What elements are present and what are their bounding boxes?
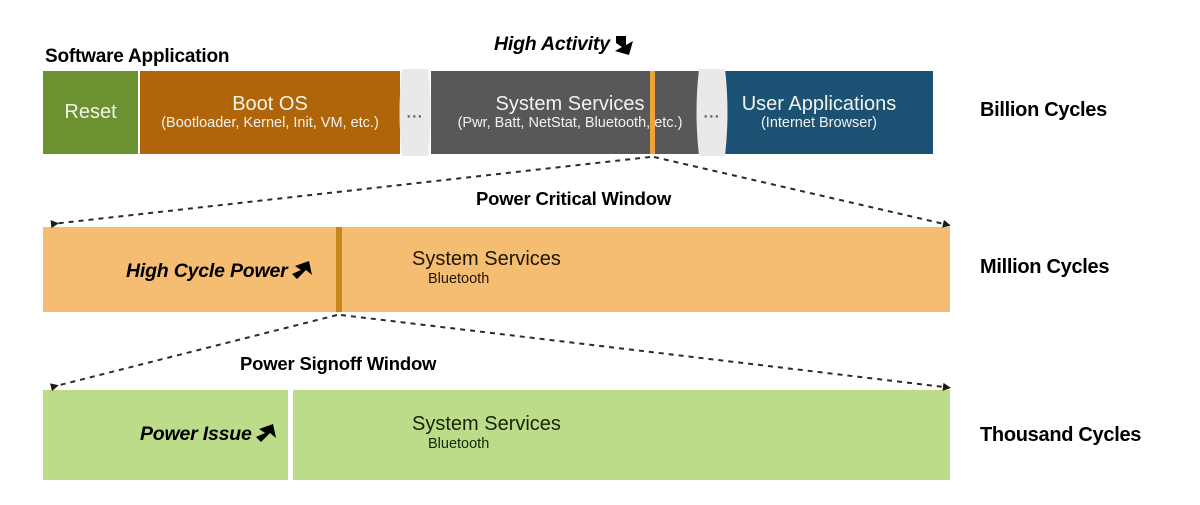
segment-boot-os-subtitle: (Bootloader, Kernel, Init, VM, etc.) [161, 115, 379, 132]
scale-label-million-cycles: Million Cycles [980, 256, 1110, 278]
projection-line-2-left [50, 314, 338, 392]
scale-label-billion-cycles: Billion Cycles [980, 99, 1107, 121]
caption-power-critical-window: Power Critical Window [476, 188, 672, 209]
segment-user-applications-title: User Applications [741, 92, 897, 115]
projection-line-1-right [653, 156, 951, 228]
caption-power-signoff-window: Power Signoff Window [240, 353, 437, 374]
arrow-up-right-icon [291, 261, 312, 279]
billion-cycles-band: Reset Boot OS (Bootloader, Kernel, Init,… [43, 71, 933, 154]
projection-line-2-right [340, 314, 951, 391]
thousand-band-label: System Services Bluetooth [412, 413, 561, 453]
ellipsis-icon: ... [406, 104, 424, 121]
million-band-label: System Services Bluetooth [412, 248, 561, 288]
scale-label-thousand-cycles: Thousand Cycles [980, 424, 1142, 446]
thousand-cycles-band-left[interactable] [43, 390, 288, 480]
callout-power-issue: Power Issue [140, 421, 278, 447]
thousand-cycles-band-right[interactable] [293, 390, 950, 480]
arrow-up-right-icon [255, 424, 276, 442]
high-cycle-power-marker [336, 227, 342, 312]
thousand-band-title: System Services [412, 413, 561, 435]
segment-boot-os[interactable]: Boot OS (Bootloader, Kernel, Init, VM, e… [140, 71, 400, 154]
thousand-band-subtitle: Bluetooth [428, 436, 490, 452]
million-band-subtitle: Bluetooth [428, 271, 490, 287]
segment-reset-label: Reset [64, 101, 117, 124]
high-activity-marker [650, 71, 655, 154]
callout-power-issue-label: Power Issue [140, 422, 252, 445]
page-title: Software Application [45, 46, 230, 67]
arrow-down-right-icon [614, 36, 633, 55]
segment-system-services-subtitle: (Pwr, Batt, NetStat, Bluetooth, etc.) [457, 115, 683, 132]
segment-system-services[interactable]: System Services (Pwr, Batt, NetStat, Blu… [431, 71, 709, 154]
million-cycles-band[interactable] [43, 227, 950, 312]
segment-gap-2: ... [694, 69, 730, 156]
ellipsis-icon: ... [703, 104, 721, 121]
segment-user-applications[interactable]: User Applications (Internet Browser) [705, 71, 933, 154]
segment-system-services-title: System Services [495, 92, 645, 115]
callout-high-cycle-power: High Cycle Power [126, 258, 314, 284]
callout-high-activity-label: High Activity [494, 32, 610, 55]
segment-boot-os-title: Boot OS [232, 92, 308, 115]
segment-reset[interactable]: Reset [43, 71, 138, 154]
callout-high-cycle-power-label: High Cycle Power [126, 259, 288, 282]
million-band-title: System Services [412, 248, 561, 270]
segment-gap-1: ... [397, 69, 433, 156]
segment-user-applications-subtitle: (Internet Browser) [760, 115, 878, 132]
callout-high-activity: High Activity [494, 30, 638, 58]
